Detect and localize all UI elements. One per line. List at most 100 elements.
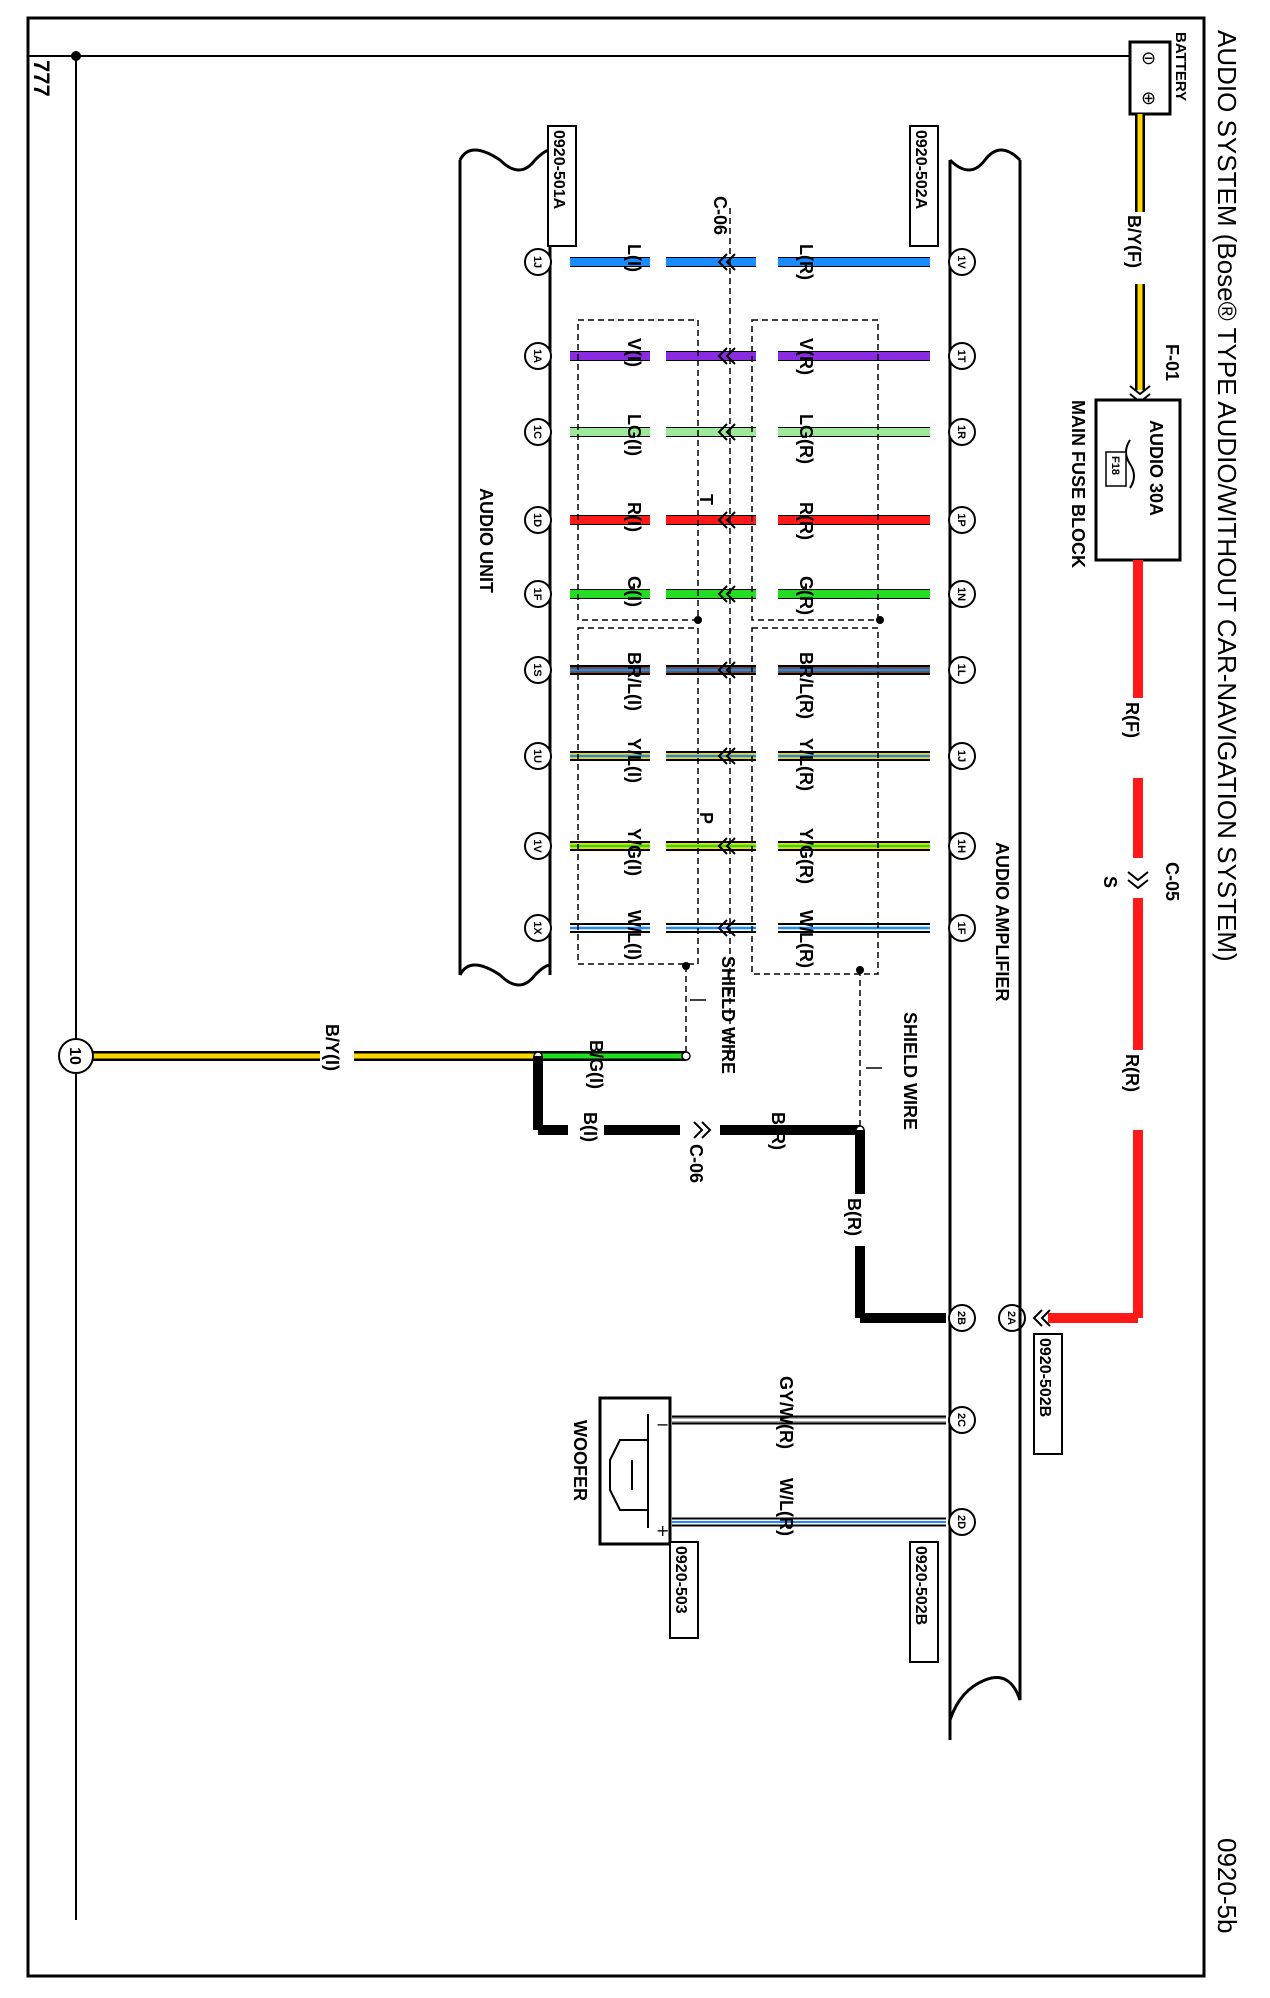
battery-minus: ⊖ — [1141, 48, 1156, 69]
ground-label: 777 — [29, 60, 54, 97]
ground-connector: C-06 — [686, 1144, 706, 1183]
unit-pin — [524, 656, 552, 684]
ground-junction — [71, 51, 81, 61]
wire-label-left: Y/L(I) — [624, 738, 644, 783]
woofer-label: WOOFER — [570, 1420, 590, 1501]
woofer-wire-label: W/L(R) — [776, 1478, 796, 1536]
wire-label-left: G(I) — [624, 576, 644, 607]
amp-pin-label: 1P — [955, 513, 967, 526]
amp-pin — [948, 914, 976, 942]
shield-box-right-bottom — [751, 627, 879, 975]
wire-label-right: Y/L(R) — [796, 738, 816, 791]
wire-label-right: Y/G(R) — [796, 828, 816, 884]
unit-pin — [524, 914, 552, 942]
wire-label-left: W/L(I) — [624, 910, 644, 960]
unit-pin-label: 1D — [531, 513, 543, 527]
unit-pin-label: 1S — [531, 663, 543, 676]
fuse-name: AUDIO 30A — [1146, 420, 1166, 516]
amp-pin-label: 1R — [955, 425, 967, 439]
fuse-symbol — [1125, 439, 1135, 489]
connector-mark — [717, 661, 736, 679]
amp-pin — [948, 248, 976, 276]
harness-mark-t: T — [696, 494, 716, 505]
amp-pin-label: 1H — [955, 839, 967, 853]
woofer-wire-label: GY/W(R) — [776, 1376, 796, 1449]
connector-mark — [717, 511, 736, 529]
wire-label-left: R(I) — [624, 502, 644, 532]
harness-connector-label: C-06 — [710, 196, 730, 235]
wire-label-left: BR/L(I) — [624, 652, 644, 711]
amp-pin — [948, 580, 976, 608]
connector-mark — [717, 747, 736, 765]
audio-unit-body — [458, 148, 552, 987]
page-title: AUDIO SYSTEM (Bose® TYPE AUDIO/WITHOUT C… — [1212, 30, 1242, 962]
connector-mark — [717, 253, 736, 271]
wire-label-left: V(I) — [624, 338, 644, 367]
wire-run: BR/L(I) BR/L(R) 1L 1S — [524, 652, 976, 719]
conn-unit: 0920-501A — [550, 130, 567, 210]
amp-pin-label: 1L — [955, 664, 967, 677]
ground-bg-label: B/G(I) — [586, 1040, 606, 1089]
unit-pin-label: 1C — [531, 425, 543, 439]
amp-pin-label: 1V — [955, 255, 967, 269]
unit-pin-label: 1J — [531, 256, 543, 268]
wire-label-left: LG(I) — [624, 414, 644, 456]
wire-label-right: BR/L(R) — [796, 652, 816, 719]
wire-label-right: W/L(R) — [796, 910, 816, 968]
amp-pin — [948, 742, 976, 770]
unit-pin — [524, 580, 552, 608]
pin-2b-label: 2B — [955, 1311, 967, 1325]
power-sublabel: S — [1100, 876, 1120, 888]
amp-pin — [948, 1406, 976, 1434]
wire-run: LG(I) LG(R) 1R 1C — [524, 414, 976, 464]
pin-2b — [948, 1304, 976, 1332]
wire-label-right: L(R) — [796, 244, 816, 280]
battery-wire-label: B/Y(F) — [1124, 215, 1144, 268]
shield-box-left-top — [577, 319, 699, 621]
unit-pin — [524, 506, 552, 534]
ground-b-right: B(R) — [768, 1112, 788, 1150]
woofer-wire: 2DW/L(R) — [672, 1478, 976, 1536]
amp-pin-label: 1T — [955, 350, 967, 363]
unit-pin — [524, 418, 552, 446]
unit-pin — [524, 832, 552, 860]
ground-b-vertical: B(R) — [844, 1198, 864, 1236]
unit-pin-label: 1U — [531, 749, 543, 763]
fuse-connector: F-01 — [1162, 344, 1182, 381]
connector-mark — [717, 837, 736, 855]
shield-box-left-bottom — [577, 627, 699, 965]
battery-label: BATTERY — [1172, 32, 1189, 101]
woofer: − + WOOFER — [570, 1396, 672, 1546]
conn-amp-a: 0920-502A — [912, 130, 929, 210]
battery-plus: ⊕ — [1141, 88, 1156, 109]
shield-box-right-top — [751, 319, 879, 621]
conn-amp-b-bottom: 0920-502B — [912, 1546, 929, 1625]
amp-pin — [948, 1508, 976, 1536]
amp-pin — [948, 418, 976, 446]
fuse-block-label: MAIN FUSE BLOCK — [1068, 400, 1088, 568]
unit-pin — [524, 248, 552, 276]
splice-label: 10 — [66, 1047, 83, 1065]
amp-label: AUDIO AMPLIFIER — [992, 842, 1012, 1001]
wire-label-right: R(R) — [796, 502, 816, 540]
power-wire-bottom: R(R) — [1122, 1054, 1142, 1092]
battery: ⊖ ⊕ BATTERY — [1128, 32, 1189, 116]
woofer-minus: − — [656, 1415, 669, 1434]
amp-pin-label: 1F — [955, 922, 967, 935]
conn-woofer: 0920-503 — [672, 1546, 689, 1614]
ground-by-label: B/Y(I) — [322, 1024, 342, 1071]
wire-run: R(I) R(R) 1P 1D — [524, 502, 976, 540]
fuse-code: F18 — [1109, 456, 1121, 475]
unit-pin-label: 1V — [531, 839, 543, 853]
wire-label-right: V(R) — [796, 338, 816, 375]
page-code: 0920-5b — [1212, 1838, 1242, 1933]
signal-wires: L(I)L(R)1V1JV(I)V(R)1T1ALG(I)LG(R)1R1CR(… — [524, 244, 976, 968]
conn-amp-b-top: 0920-502B — [1036, 1338, 1053, 1417]
connector-mark — [717, 919, 736, 937]
wire-label-right: LG(R) — [796, 414, 816, 464]
